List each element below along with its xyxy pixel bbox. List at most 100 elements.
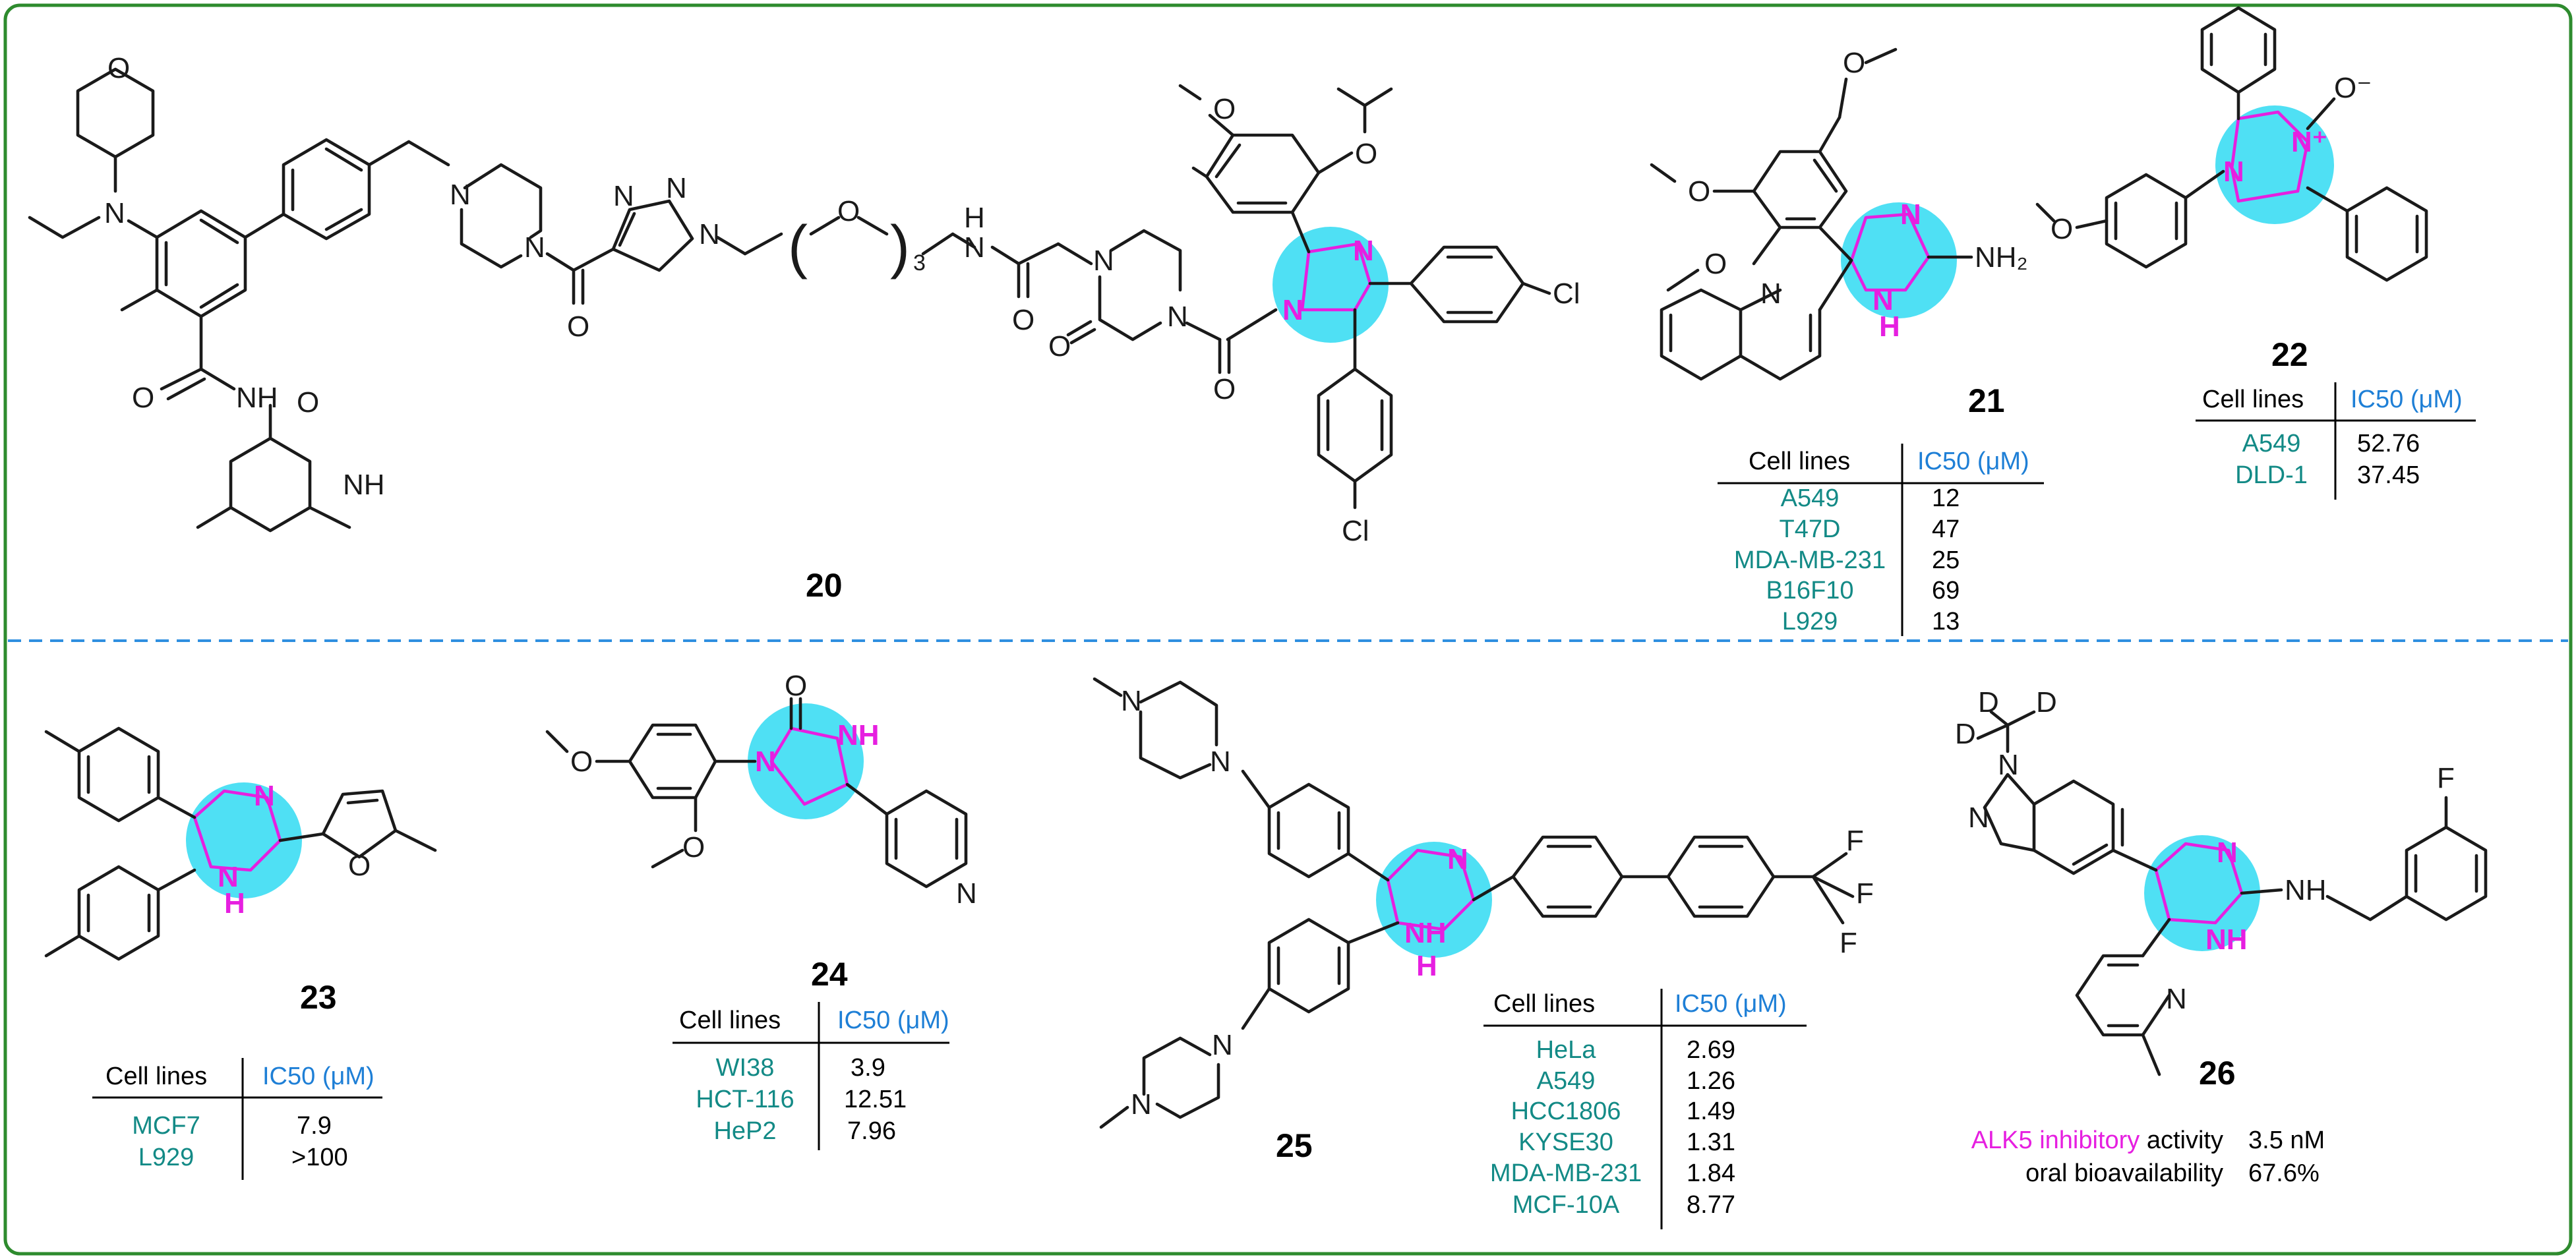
table-24-value-1: 3.9 xyxy=(851,1054,885,1082)
atom-n-piperazinone-2: N xyxy=(1167,301,1188,333)
table-21-cell-3: MDA-MB-231 xyxy=(1734,546,1886,574)
atom-o-21-b: O xyxy=(1688,175,1710,208)
atom-n-25-pip2: N xyxy=(1121,685,1142,717)
outer-frame xyxy=(3,3,2573,1256)
oral-bioavailability-label: oral bioavailability xyxy=(2025,1159,2223,1187)
atom-h-amide-2: H xyxy=(964,202,985,234)
table-21-cell-5: L929 xyxy=(1782,608,1838,635)
atom-o-21-a: O xyxy=(1843,47,1865,79)
imidazole-highlight-22 xyxy=(2215,105,2334,224)
compound-label-20: 20 xyxy=(806,567,843,604)
table-24-value-2: 12.51 xyxy=(844,1086,907,1113)
table-23-value-2: >100 xyxy=(291,1144,348,1171)
atom-nh-26: NH xyxy=(2205,923,2248,956)
atom-o-amide-1: O xyxy=(132,382,154,414)
table-23-header-ic50: IC50 (μM) xyxy=(262,1063,374,1090)
atom-h-25: H xyxy=(1416,950,1437,982)
compound-label-26: 26 xyxy=(2199,1055,2236,1092)
atom-n-imidazoline-2: N xyxy=(1353,235,1374,267)
atom-o-isopropoxy: O xyxy=(1355,138,1377,170)
table-22-cell-2: DLD-1 xyxy=(2235,461,2308,489)
atom-n-21-a: N xyxy=(1900,198,1921,231)
atom-o-minus-22: O⁻ xyxy=(2334,72,2372,104)
table-25-value-6: 8.77 xyxy=(1687,1191,1735,1219)
atom-n-25-pip1: N xyxy=(1210,746,1231,778)
alk5-suffix-text: activity xyxy=(2140,1127,2223,1154)
atom-d-3: D xyxy=(1955,718,1976,750)
table-21-value-4: 69 xyxy=(1932,577,1960,604)
atom-o-carbonyl-2: O xyxy=(1012,304,1034,336)
alk5-activity-value: 3.5 nM xyxy=(2248,1127,2325,1154)
atom-n-triazole-3: N xyxy=(699,218,720,250)
compound-26-structure: N NH NH F N N N D D D xyxy=(1955,686,2488,1076)
table-24-header-ic50: IC50 (μM) xyxy=(837,1007,949,1034)
atom-n-amine: N xyxy=(104,197,125,229)
atom-nh-23: N xyxy=(218,861,239,893)
ic50-table-25: Cell lines IC50 (μM) HeLa 2.69 A549 1.26… xyxy=(1483,989,1807,1229)
table-25-value-2: 1.26 xyxy=(1687,1067,1735,1095)
table-23-header-cells: Cell lines xyxy=(105,1063,207,1090)
atom-cl-2: Cl xyxy=(1342,515,1369,547)
compound-20-structure: O N N N O N N N ( xyxy=(28,52,1580,547)
ic50-table-22: Cell lines IC50 (μM) A549 52.76 DLD-1 37… xyxy=(2196,382,2476,500)
table-25-value-5: 1.84 xyxy=(1687,1159,1735,1187)
imidazole-highlight-20 xyxy=(1273,227,1389,343)
atom-nh-26-amine: NH xyxy=(2285,874,2327,906)
atom-d-2: D xyxy=(2036,686,2057,718)
table-21-value-5: 13 xyxy=(1932,608,1960,635)
table-25-cell-4: KYSE30 xyxy=(1518,1128,1613,1156)
atom-o-methoxy-24a: O xyxy=(570,746,593,778)
atom-nh-pyridone: NH xyxy=(343,469,385,501)
atom-o-peg: O xyxy=(837,195,860,227)
alk5-activity-label: ALK5 inhibitory activity xyxy=(1971,1127,2223,1154)
atom-n-imidazoline-1: N xyxy=(1282,294,1303,326)
compound-22-structure: N N⁺ O⁻ O xyxy=(2035,6,2428,282)
atom-n-indazole-2: N xyxy=(1968,802,1989,834)
atom-o-pyridone: O xyxy=(297,386,319,419)
atom-d-1: D xyxy=(1978,686,1999,718)
table-22-header-ic50: IC50 (μM) xyxy=(2351,386,2463,413)
atom-o-oxane: O xyxy=(107,52,130,84)
atom-n-25-pip3: N xyxy=(1212,1029,1233,1061)
atom-h-21: H xyxy=(1879,310,1900,343)
atom-n-23: N xyxy=(254,780,275,812)
atom-cl-1: Cl xyxy=(1553,278,1580,310)
atom-nh-21: N xyxy=(1872,284,1894,316)
atom-n-indazole-1: N xyxy=(1998,749,2019,781)
oral-bioavailability-value: 67.6% xyxy=(2248,1159,2320,1187)
atom-f-25b: F xyxy=(1856,877,1874,910)
table-22-value-1: 52.76 xyxy=(2357,430,2420,457)
compound-label-23: 23 xyxy=(300,979,337,1016)
atom-n-26: N xyxy=(2217,836,2238,869)
table-21-header-cells: Cell lines xyxy=(1749,448,1850,475)
table-25-cell-3: HCC1806 xyxy=(1511,1098,1621,1125)
imidazole-highlight-21 xyxy=(1841,202,1957,318)
atom-f-25c: F xyxy=(1840,927,1857,959)
atom-n-22-b: N⁺ xyxy=(2291,126,2327,158)
table-25-cell-5: MDA-MB-231 xyxy=(1490,1159,1642,1187)
ic50-table-23: Cell lines IC50 (μM) MCF7 7.9 L929 >100 xyxy=(92,1058,382,1180)
table-24-cell-1: WI38 xyxy=(716,1054,775,1082)
compound-25-structure: N NH H F F F N N N xyxy=(1093,677,1874,1129)
table-21-cell-2: T47D xyxy=(1780,515,1841,543)
atom-h-23: H xyxy=(224,887,245,920)
table-21-value-2: 47 xyxy=(1932,515,1960,543)
activity-panel-26: ALK5 inhibitory activity 3.5 nM oral bio… xyxy=(1971,1127,2325,1187)
atom-n-25-pip4: N xyxy=(1131,1088,1152,1121)
table-22-value-2: 37.45 xyxy=(2357,461,2420,489)
atom-n-amide-2: N xyxy=(964,231,985,264)
table-21-cell-1: A549 xyxy=(1781,484,1840,512)
atom-o-piperazinone: O xyxy=(1048,330,1071,363)
atom-f-25a: F xyxy=(1846,825,1864,857)
table-22-cell-1: A549 xyxy=(2242,430,2301,457)
atom-o-21-c: O xyxy=(1704,248,1727,280)
table-23-value-1: 7.9 xyxy=(297,1112,332,1140)
table-25-cell-1: HeLa xyxy=(1536,1036,1597,1064)
table-21-value-1: 12 xyxy=(1932,484,1960,512)
compound-21-structure: N N H NH₂ O O O N xyxy=(1650,47,2028,381)
imidazole-highlight-25 xyxy=(1376,842,1492,958)
table-25-value-1: 2.69 xyxy=(1687,1036,1735,1064)
table-23-cell-2: L929 xyxy=(138,1144,195,1171)
atom-o-methoxy-24b: O xyxy=(682,831,705,864)
